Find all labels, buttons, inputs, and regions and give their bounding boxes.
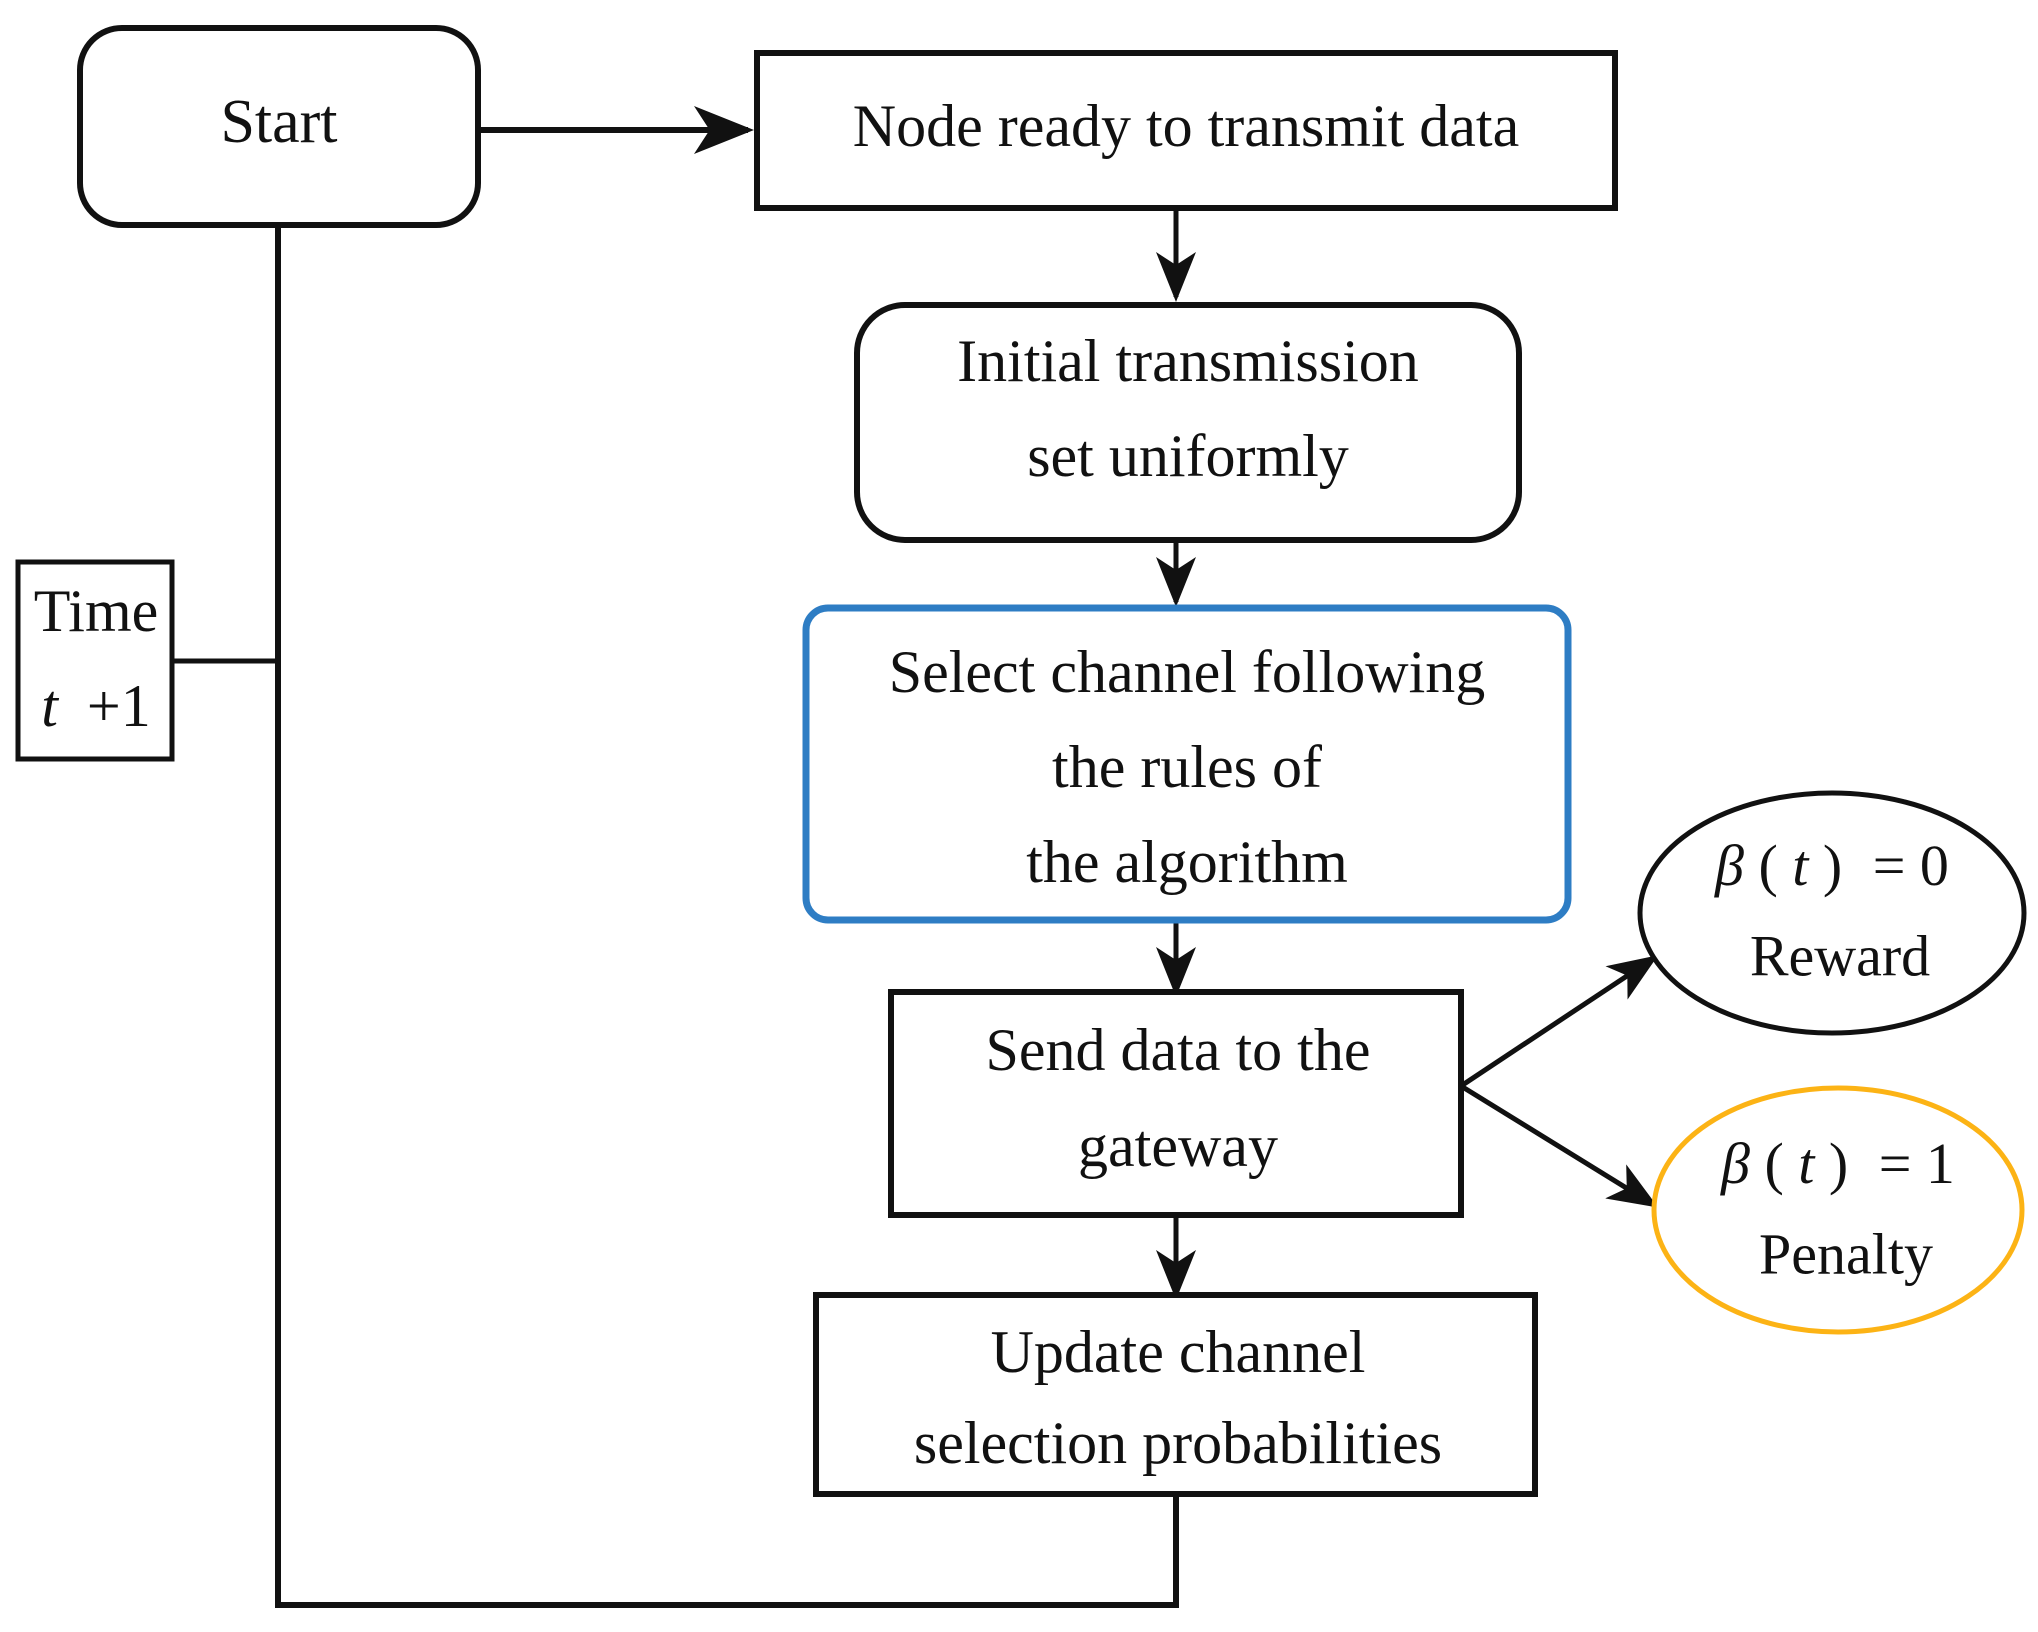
node-penalty-label: Penalty (1759, 1221, 1933, 1286)
reward-beta-symbol: β (1714, 833, 1744, 898)
node-select-channel-label-line1: Select channel following (889, 639, 1485, 705)
penalty-beta-value: = 1 (1879, 1131, 1955, 1196)
node-initial-transmission-label-line1: Initial transmission (957, 328, 1419, 394)
node-node-ready-label: Node ready to transmit data (853, 93, 1519, 159)
edge-send-to-penalty (1459, 1083, 1659, 1208)
node-send-data-label-line2: gateway (1078, 1113, 1278, 1179)
node-initial-transmission-label-line2: set uniformly (1027, 423, 1349, 489)
node-update-probabilities-label-line1: Update channel (991, 1319, 1366, 1385)
reward-beta-value: = 0 (1873, 833, 1949, 898)
node-update-probabilities-label-line2: selection probabilities (914, 1410, 1442, 1476)
node-time-step[interactable] (15, 559, 175, 762)
penalty-paren-close: ) (1829, 1131, 1848, 1196)
reward-beta-arg: t (1792, 833, 1810, 898)
time-step-rest: +1 (87, 673, 151, 739)
node-reward[interactable] (1637, 790, 2027, 1036)
node-node-ready[interactable] (754, 50, 1618, 211)
node-select-channel[interactable] (802, 604, 1572, 924)
node-send-data[interactable] (888, 989, 1464, 1218)
node-start[interactable] (77, 25, 481, 228)
node-update-probabilities[interactable] (813, 1292, 1538, 1497)
node-select-channel-label-line2: the rules of (1052, 734, 1322, 800)
penalty-beta-symbol: β (1720, 1131, 1750, 1196)
node-reward-beta-line: β ( t ) = 0 (1714, 833, 1949, 898)
node-start-label: Start (220, 88, 337, 156)
node-time-step-label-line2: t +1 (41, 673, 151, 739)
edge-send-to-reward (1459, 955, 1659, 1089)
penalty-beta-arg: t (1798, 1131, 1816, 1196)
node-initial-transmission[interactable] (854, 302, 1522, 543)
node-reward-label: Reward (1750, 923, 1930, 988)
time-step-var: t (41, 673, 59, 739)
penalty-paren-open: ( (1764, 1131, 1783, 1196)
node-penalty[interactable] (1651, 1085, 2025, 1335)
node-select-channel-label-line3: the algorithm (1026, 829, 1348, 895)
node-send-data-label-line1: Send data to the (986, 1017, 1371, 1083)
edge-update-feedback-loop (275, 225, 1179, 1608)
node-penalty-beta-line: β ( t ) = 1 (1720, 1131, 1955, 1196)
reward-paren-close: ) (1823, 833, 1842, 898)
node-time-step-label-line1: Time (34, 578, 159, 644)
reward-paren-open: ( (1758, 833, 1777, 898)
